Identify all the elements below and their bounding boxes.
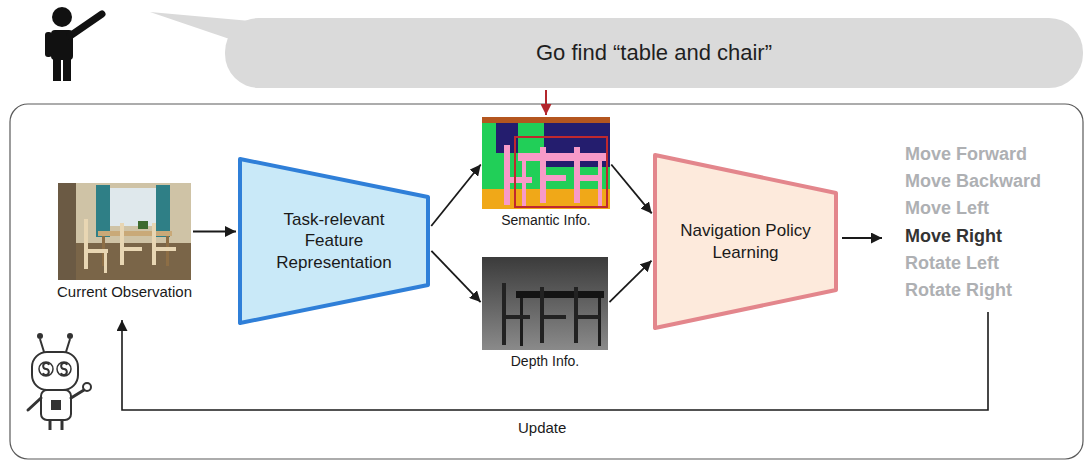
chair-seat [120,247,142,251]
robot-wrench [83,383,91,391]
depth-table [516,291,604,298]
robot-arm [28,398,41,410]
action-option: Move Forward [905,144,1027,165]
robot-eye-swirl [43,363,49,375]
robot-leg [49,420,52,430]
robot-arm [71,390,84,398]
policy-module-outline [653,153,838,330]
person-arm [45,32,52,57]
observation-image: Current Observation [58,183,191,300]
module-label: Task-relevant Feature Representation [259,209,409,273]
person-leg [63,57,71,81]
robot-panel [51,400,61,410]
selected-action: Move Right [905,226,1002,247]
semantic-leg [598,161,602,207]
room-wall [58,183,191,243]
outer-panel [10,104,1083,459]
semantic-chair [504,177,532,183]
robot-leg [61,420,64,430]
room-plant [138,221,148,229]
table-top [98,231,172,236]
flow-arrow [193,231,236,233]
observation-image-picture [58,183,191,280]
semantic-chair [504,145,510,205]
speech-bubble: Go find “table and chair” [225,18,1083,88]
robot-antenna-tip [67,333,73,339]
trapezoid-shape [240,159,428,323]
room-curtain [96,185,110,237]
action-arrow [842,237,882,239]
room-window [106,188,158,226]
room-curtain [156,185,170,237]
depth-chair [574,315,600,319]
depth-leg [520,298,523,346]
chair-back [84,219,88,269]
robot-head [32,352,78,390]
chair-seat [152,247,176,251]
semantic-table [518,153,606,161]
depth-image-picture [482,257,608,350]
image-caption: Depth Info. [435,353,655,369]
flow-arrow [545,90,547,115]
action-option: Rotate Right [905,280,1012,301]
robot-eye [57,362,71,376]
module-label: Navigation Policy Learning [663,220,828,263]
instruction-text: Go find “table and chair” [536,40,772,66]
image-caption: Semantic Info. [436,212,656,228]
robot-antenna [40,339,44,352]
semantic-wall [482,117,610,209]
loop-label: Update [518,419,566,436]
depth-chair [540,315,566,319]
action-option: Rotate Left [905,253,999,274]
flow-arrow [431,165,480,226]
chair-leg [104,249,107,273]
depth-leg [598,298,601,346]
flow-arrow [431,251,480,302]
semantic-chair [574,175,602,181]
feature-module: Task-relevant Feature Representation [238,157,430,325]
action-option: Move Backward [905,171,1041,192]
semantic-image-picture [482,117,610,209]
depth-ground [482,257,608,350]
depth-chair [502,283,506,345]
person-leg [53,57,61,81]
action-option: Move Left [905,198,989,219]
semantic-ceiling [482,117,610,123]
flow-arrow [609,261,651,302]
robot-antenna-tip [37,333,43,339]
robot-eye-swirl [61,363,67,375]
person-head [52,7,72,27]
robot-antenna [66,339,70,352]
policy-module: Navigation Policy Learning [653,153,838,330]
semantic-leg [522,161,526,207]
room-doorway [58,183,76,280]
person-pointing-arm [70,14,102,36]
depth-chair [502,315,530,319]
trapezoid-shape [655,155,836,328]
image-caption: Current Observation [15,283,235,300]
robot-body [41,390,71,420]
target-box [515,137,607,207]
semantic-chair [540,175,566,181]
chair-back [152,223,156,265]
depth-image: Depth Info. [482,257,608,369]
robot-eye [39,362,53,376]
chair-back [120,223,124,265]
room-floor [58,183,191,280]
semantic-image: Semantic Info. [482,117,610,228]
flow-arrow [611,165,651,214]
